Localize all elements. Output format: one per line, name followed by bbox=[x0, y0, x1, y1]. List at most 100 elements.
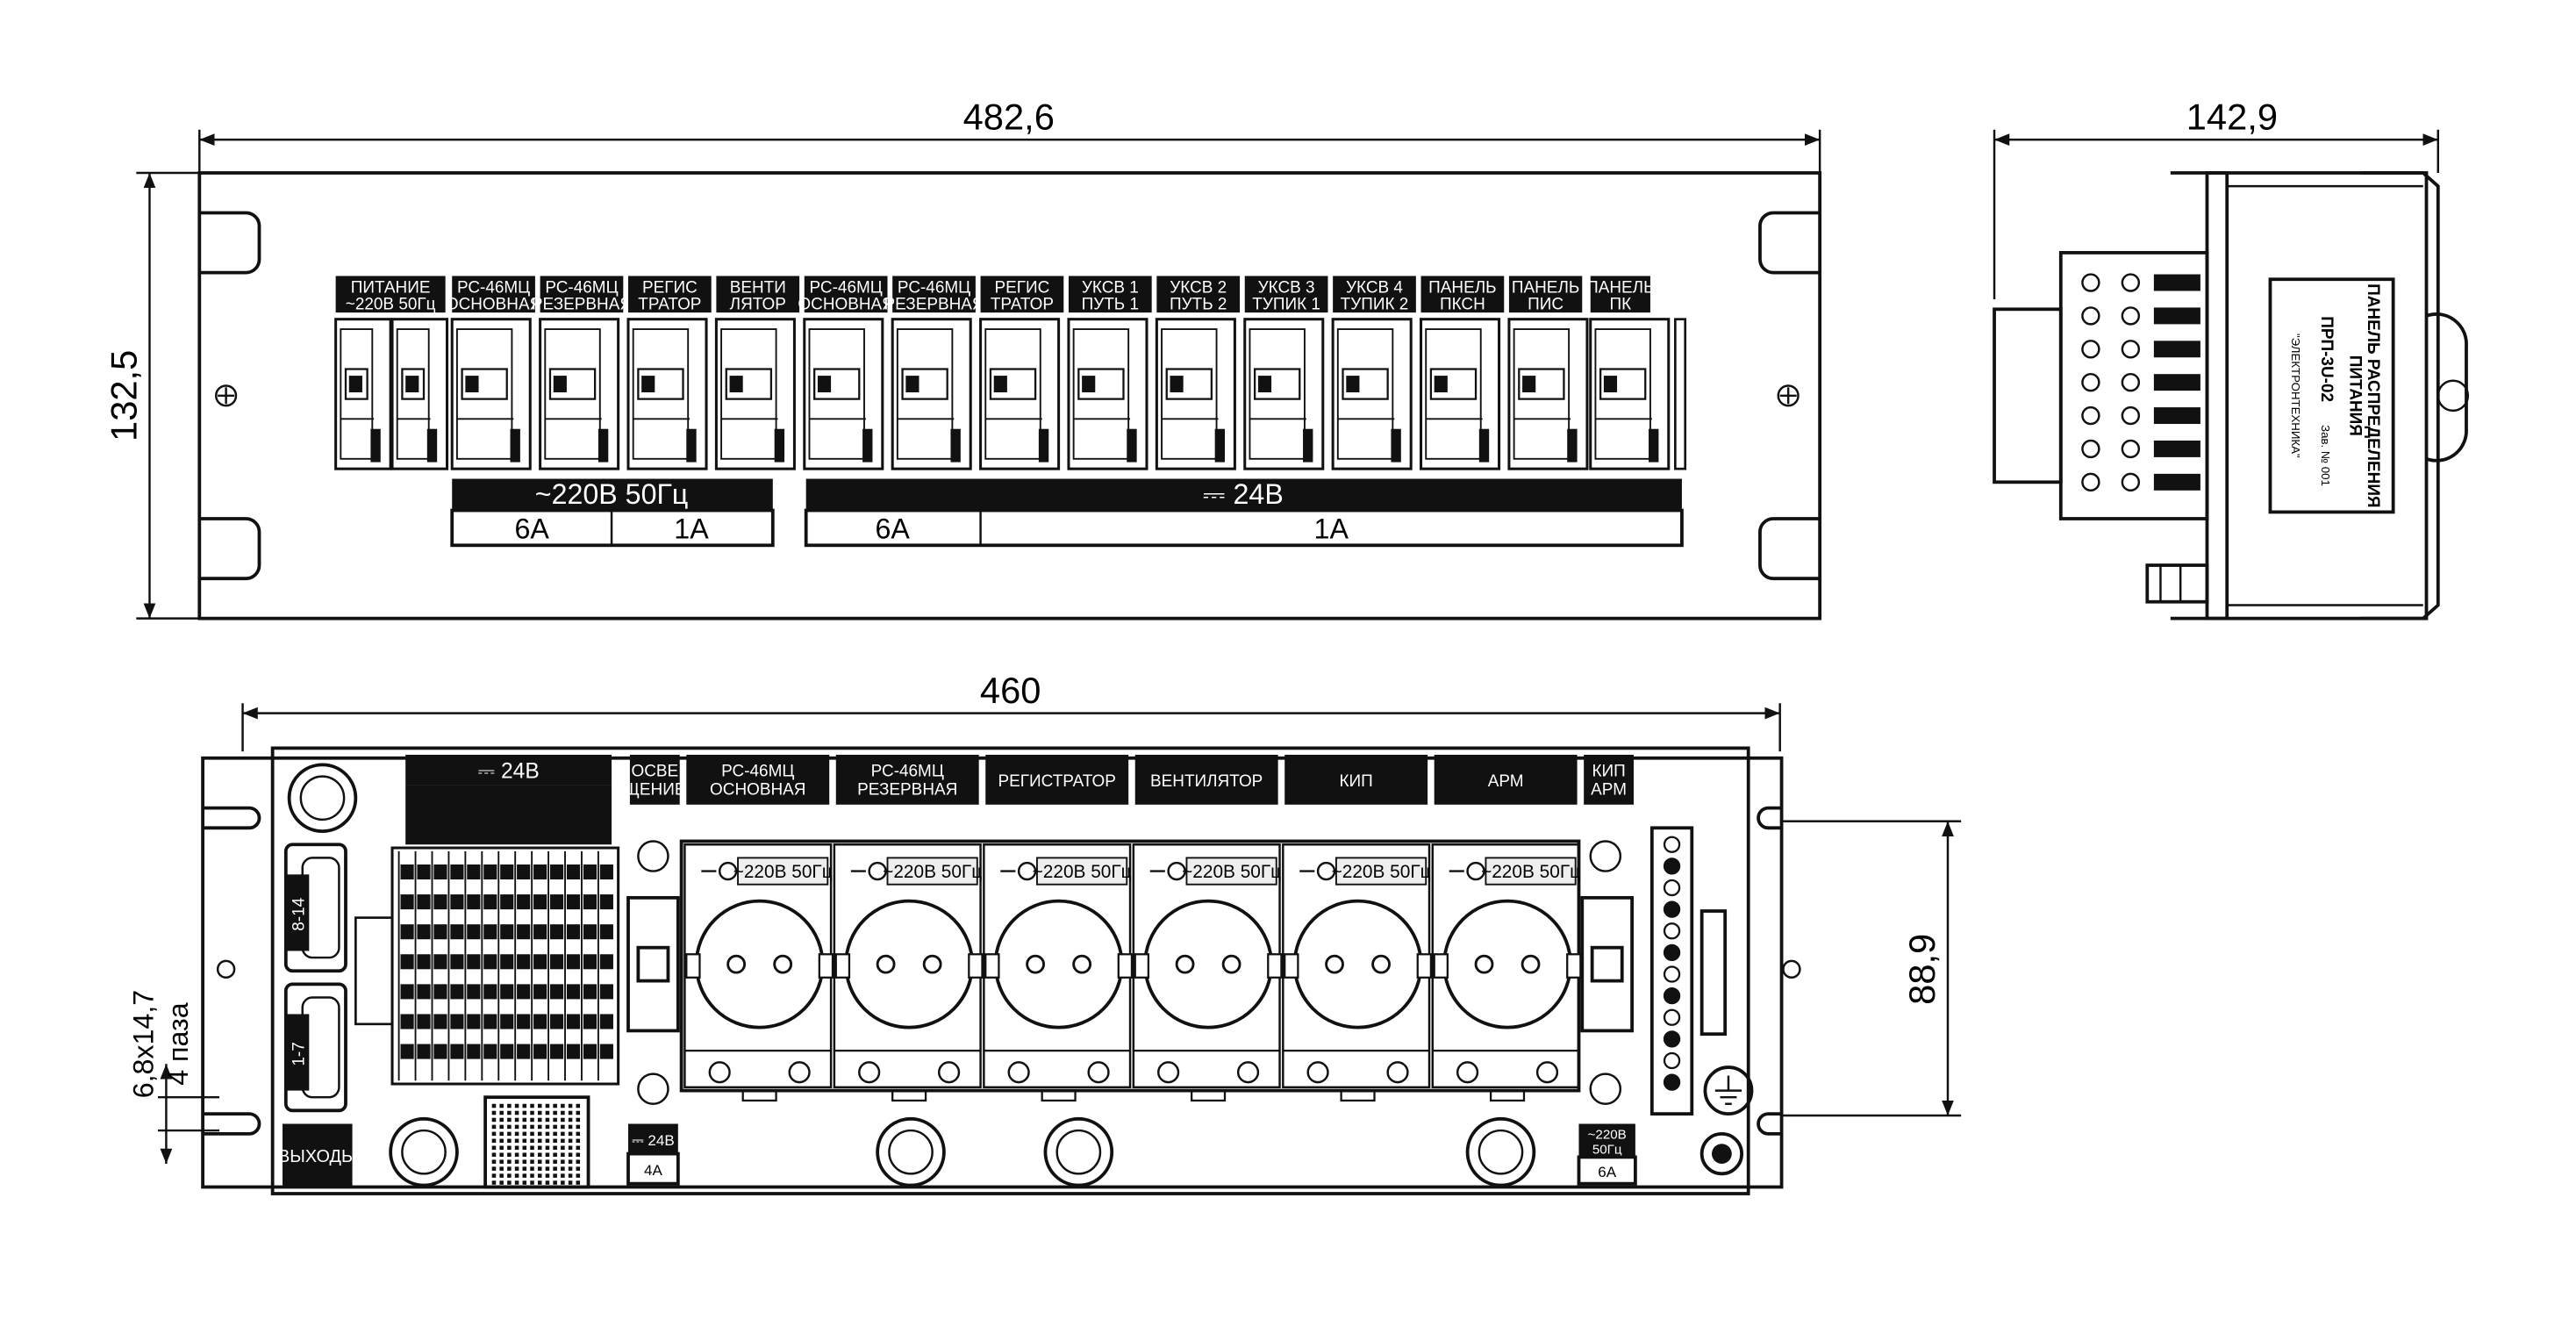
breaker-label-strip: ПИТАНИЕ~220В 50ГцРС-46МЦОСНОВНАЯРС-46МЦР… bbox=[335, 276, 1655, 313]
terminal-clamp bbox=[583, 1014, 597, 1029]
earth-icon bbox=[1017, 861, 1037, 881]
pin bbox=[507, 1166, 512, 1171]
circuit-breaker-13[interactable] bbox=[1331, 318, 1413, 470]
socket-header-line1: РЕГИСТРАТОР bbox=[998, 772, 1116, 791]
socket-rating-label: ~220В 50Гц bbox=[1332, 862, 1431, 882]
right-screw-icon bbox=[1663, 986, 1681, 1005]
pin bbox=[507, 1131, 512, 1137]
pin bbox=[537, 1117, 542, 1123]
pin bbox=[553, 1180, 557, 1185]
socket-earth-clip-left bbox=[1134, 953, 1150, 979]
circuit-breaker-9[interactable] bbox=[979, 318, 1061, 470]
power-socket-3[interactable]: ~220В 50Гц bbox=[983, 843, 1134, 1102]
breaker-label-line1: УКСВ 2 bbox=[1170, 278, 1227, 297]
pin bbox=[507, 1117, 512, 1123]
breaker-label-5: ВЕНТИЛЯТОР bbox=[716, 276, 800, 313]
socket-screw-right bbox=[1386, 1061, 1409, 1084]
grommet-bottom-3-inner bbox=[1055, 1129, 1102, 1175]
terminal-clamp bbox=[400, 954, 414, 970]
side-clamp bbox=[2153, 307, 2200, 325]
circuit-breaker-5[interactable] bbox=[626, 318, 708, 470]
pin bbox=[537, 1159, 542, 1164]
grommet-bottom-2 bbox=[876, 1116, 946, 1187]
terminal-clamp bbox=[433, 894, 447, 910]
circuit-breaker-11[interactable] bbox=[1155, 318, 1236, 470]
terminal-clamp bbox=[417, 924, 431, 940]
power-socket-4[interactable]: ~220В 50Гц bbox=[1132, 843, 1283, 1102]
circuit-breaker-14[interactable] bbox=[1420, 318, 1501, 470]
terminal-header bbox=[405, 754, 612, 786]
circuit-breaker-8[interactable] bbox=[891, 318, 972, 470]
pin bbox=[530, 1131, 534, 1137]
circuit-breaker-7[interactable] bbox=[803, 318, 884, 470]
socket-pin-hole-left bbox=[876, 954, 896, 974]
outputs-label: ВЫХОДЫ bbox=[278, 1147, 357, 1166]
circuit-breaker-1[interactable] bbox=[334, 318, 392, 470]
pin bbox=[530, 1166, 534, 1171]
side-screw-icon bbox=[2121, 340, 2141, 359]
right-screw-icon bbox=[1663, 836, 1681, 853]
circuit-breaker-2[interactable] bbox=[390, 318, 449, 470]
pin bbox=[537, 1103, 542, 1108]
dc-breaker-lever bbox=[636, 945, 670, 983]
socket-screw-right bbox=[1087, 1061, 1110, 1084]
circuit-breaker-4[interactable] bbox=[539, 318, 620, 470]
circuit-breaker-3[interactable] bbox=[450, 318, 532, 470]
back-slot-tr bbox=[1757, 806, 1782, 830]
socket-foot bbox=[891, 1089, 927, 1102]
pin bbox=[499, 1138, 504, 1144]
back-slot-tl bbox=[203, 806, 261, 830]
socket-rating-label: ~220В 50Гц bbox=[1481, 862, 1580, 882]
grommet-bottom-1-inner bbox=[401, 1129, 447, 1175]
socket-rating-label: ~220В 50Гц bbox=[733, 862, 833, 882]
breaker-label-line2: ОСНОВНАЯ bbox=[798, 295, 893, 313]
ac-breaker-body bbox=[1580, 895, 1634, 1033]
power-socket-1[interactable]: ~220В 50Гц bbox=[683, 843, 834, 1102]
pin bbox=[537, 1138, 542, 1144]
terminal-clamp bbox=[549, 864, 564, 880]
socket-pin-hole-right bbox=[773, 954, 793, 974]
terminal-clamp bbox=[549, 924, 564, 940]
slot-bottom-left bbox=[199, 517, 261, 581]
pin bbox=[499, 1145, 504, 1151]
terminal-clamp bbox=[450, 1014, 464, 1029]
breaker-label-line1: УКСВ 3 bbox=[1258, 278, 1315, 297]
terminal-clamp bbox=[566, 954, 581, 970]
pin bbox=[537, 1152, 542, 1157]
pin bbox=[568, 1110, 573, 1116]
pin bbox=[545, 1166, 550, 1171]
breaker-label-line2: ПК bbox=[1610, 295, 1632, 313]
right-din-rail bbox=[1699, 909, 1728, 1037]
ac-rating-left: 6А bbox=[514, 513, 549, 545]
pin bbox=[561, 1103, 565, 1108]
pin bbox=[576, 1180, 581, 1185]
pin-grid bbox=[491, 1103, 581, 1185]
terminal-clamp bbox=[483, 1014, 497, 1029]
power-socket-6[interactable]: ~220В 50Гц bbox=[1431, 843, 1582, 1102]
pin bbox=[522, 1145, 527, 1151]
socket-earth-clip-right bbox=[1267, 953, 1283, 979]
pin bbox=[507, 1173, 512, 1178]
pin bbox=[491, 1159, 497, 1164]
circuit-breaker-16[interactable] bbox=[1589, 318, 1671, 470]
socket-rating-box bbox=[1185, 857, 1277, 886]
breaker-label-line1: ПИТАНИЕ bbox=[351, 278, 431, 297]
terminal-clamp bbox=[433, 864, 447, 880]
circuit-breaker-10[interactable] bbox=[1067, 318, 1148, 470]
circuit-breaker-6[interactable] bbox=[714, 318, 796, 470]
circuit-breaker-15[interactable] bbox=[1507, 318, 1589, 470]
terminal-clamp bbox=[467, 864, 481, 880]
pin bbox=[545, 1159, 550, 1164]
pin bbox=[522, 1138, 527, 1144]
breaker-label-line1: РЕГИС bbox=[995, 278, 1050, 297]
power-socket-5[interactable]: ~220В 50Гц bbox=[1282, 843, 1433, 1102]
pin bbox=[530, 1180, 534, 1185]
screw-right-icon bbox=[1777, 384, 1800, 407]
pin bbox=[576, 1131, 581, 1137]
circuit-breaker-12[interactable] bbox=[1243, 318, 1325, 470]
terminal-clamp bbox=[566, 924, 581, 940]
terminal-clamp bbox=[417, 864, 431, 880]
power-socket-2[interactable]: ~220В 50Гц bbox=[833, 843, 984, 1102]
